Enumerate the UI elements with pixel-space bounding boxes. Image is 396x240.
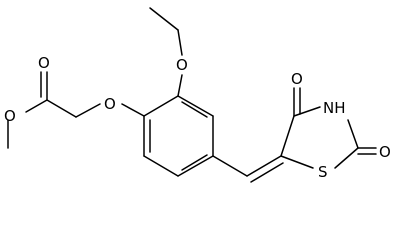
atom-label-ester-o: O	[4, 107, 16, 125]
atom-label-thione-o: O	[379, 143, 391, 161]
bond-c4-n3	[293, 106, 321, 117]
ethoxy-group	[149, 7, 183, 97]
bond-ring-1	[143, 95, 179, 117]
atom-label-ester-carbonyl-o: O	[38, 54, 50, 72]
benzylidene-linkage	[212, 155, 284, 183]
bond-ring-double-c	[181, 101, 208, 118]
methyl-acetate-chain	[7, 71, 145, 149]
atom-label-ether-o: O	[104, 95, 116, 113]
atom-label-sulfur: S	[318, 163, 328, 181]
bond-ether-o-ch2	[75, 103, 101, 118]
bond-ethyl-ch2-o	[177, 29, 183, 56]
thiazolidinedione-ring	[280, 87, 377, 169]
bond-carbonyl-c-ester-o	[25, 99, 48, 113]
chemical-structure-diagram: O O O O O NH S O	[4, 7, 391, 183]
benzene-ring	[143, 95, 214, 177]
atom-label-ethoxy-o: O	[176, 56, 188, 74]
bond-c5-c4	[280, 115, 295, 157]
atom-label-nh: NH	[323, 99, 346, 117]
bond-ch-c5-double-1	[246, 155, 282, 177]
bond-ring-3	[143, 155, 179, 177]
bond-ch-c5-double-2	[250, 162, 284, 183]
bond-ring-ch	[212, 155, 248, 177]
bond-ring-6	[177, 95, 214, 117]
bond-ring-double-b	[181, 154, 208, 171]
bond-ethyl-ch3-ch2	[149, 7, 179, 31]
atom-label-ring-carbonyl-o: O	[291, 70, 303, 88]
bond-n3-c2	[347, 119, 359, 149]
bond-ring-4	[177, 155, 214, 177]
bond-ethoxy-o-ring	[177, 74, 183, 97]
bond-ring-ether-o	[121, 103, 145, 117]
atom-labels: O O O O O NH S O	[4, 54, 391, 181]
bond-s1-c5	[280, 155, 314, 169]
bond-c2-s1	[334, 147, 359, 169]
bond-ch2-carbonyl-c	[46, 99, 77, 118]
